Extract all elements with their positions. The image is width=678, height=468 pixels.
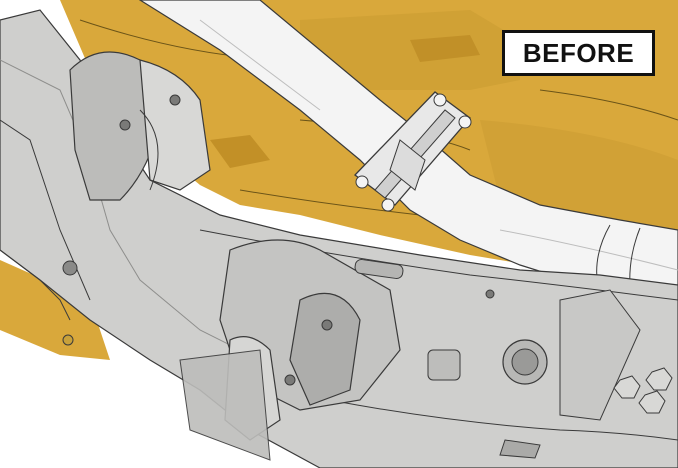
frame-details bbox=[62, 259, 641, 459]
before-label: BEFORE bbox=[502, 30, 655, 76]
bolt-icon bbox=[613, 367, 673, 414]
exhaust-flange-icon bbox=[354, 91, 472, 212]
mount-bracket-lower bbox=[179, 239, 401, 461]
mount-bracket-upper bbox=[69, 51, 211, 201]
